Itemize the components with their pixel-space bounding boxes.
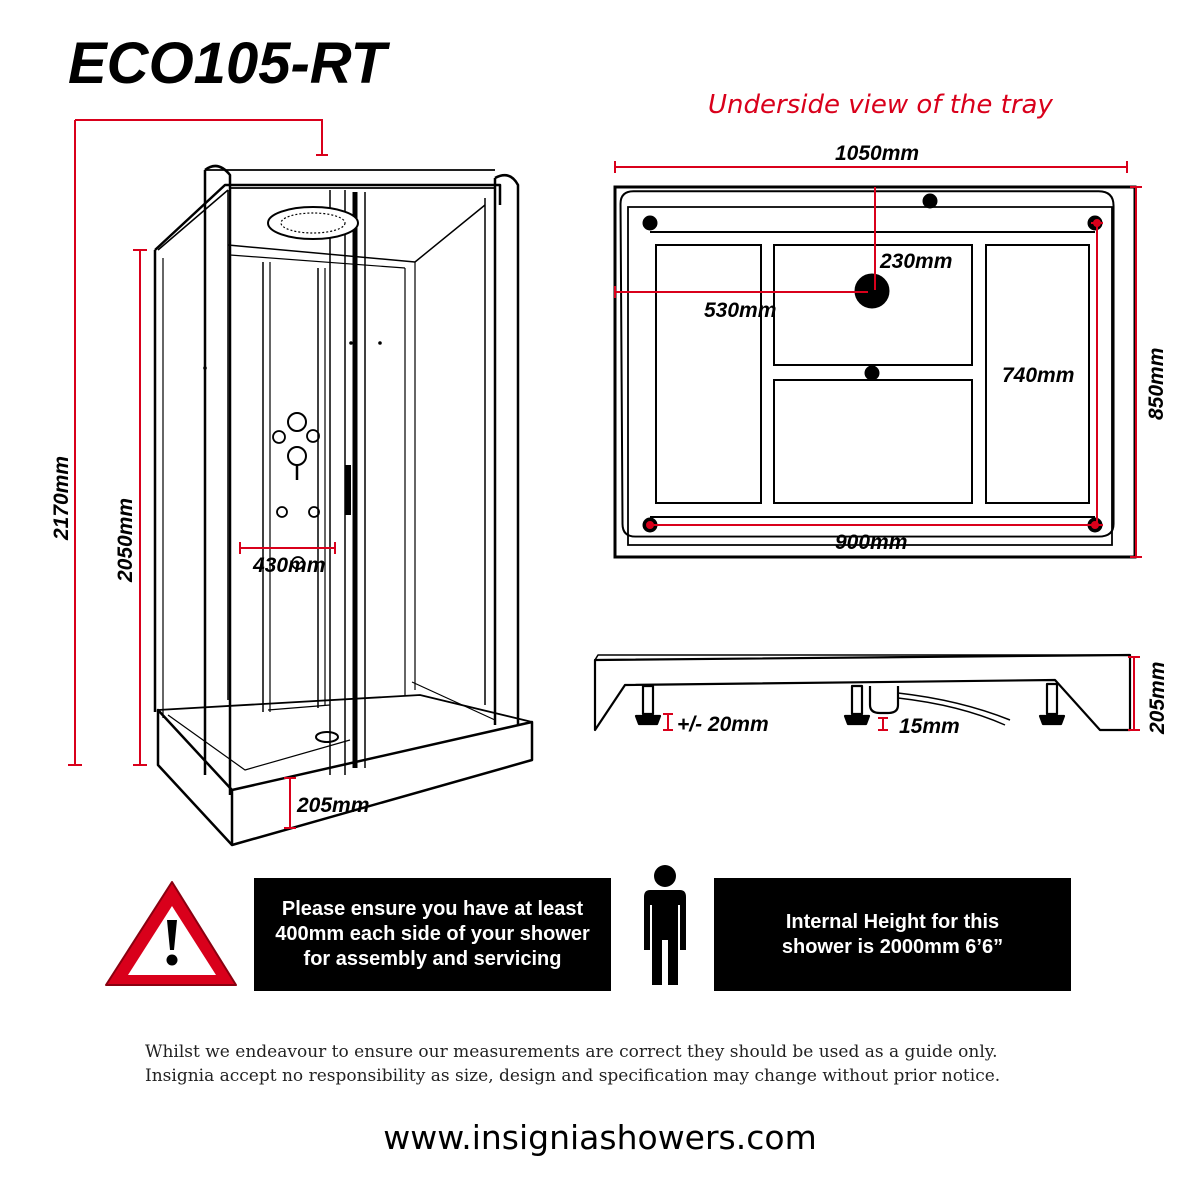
side-dimension-lines xyxy=(663,656,1140,731)
disclaimer: Whilst we endeavour to ensure our measur… xyxy=(145,1040,1000,1088)
waste-to-side-label: 530mm xyxy=(704,299,776,322)
tray-dimension-labels: 1050mm 230mm 530mm 740mm 850mm 900mm xyxy=(704,142,1168,554)
overall-height-label: 2170mm xyxy=(50,456,73,541)
tray-height-side-label: 205mm xyxy=(1146,662,1169,735)
waste-to-back-label: 230mm xyxy=(879,250,952,273)
waste-clearance-label: 15mm xyxy=(899,715,960,738)
panel-width-label: 430mm xyxy=(252,554,325,577)
cabin-dimension-labels: 2170mm 2050mm 430mm 205mm xyxy=(50,456,369,817)
warning-triangle-icon xyxy=(105,881,237,986)
disclaimer-line-2: Insignia accept no responsibility as siz… xyxy=(145,1066,1001,1086)
tray-view-caption: Underside view of the tray xyxy=(708,90,1053,120)
website-url[interactable]: www.insigniashowers.com xyxy=(383,1118,817,1157)
glass-height-label: 2050mm xyxy=(114,498,137,583)
tray-dimension-lines xyxy=(614,161,1142,558)
person-silhouette-icon xyxy=(644,865,686,985)
inner-depth-label: 740mm xyxy=(1002,364,1074,387)
side-dimension-labels: 205mm +/- 20mm 15mm xyxy=(677,662,1169,738)
internal-height-notice: Internal Height for this shower is 2000m… xyxy=(714,878,1071,991)
disclaimer-line-1: Whilst we endeavour to ensure our measur… xyxy=(145,1042,998,1062)
tray-height-front-label: 205mm xyxy=(296,794,369,817)
clearance-notice: Please ensure you have at least 400mm ea… xyxy=(254,878,611,991)
cabin-dimension-lines xyxy=(68,119,336,829)
tray-depth-label: 850mm xyxy=(1145,348,1168,420)
leg-adjust-label: +/- 20mm xyxy=(677,713,769,736)
shower-cabin-drawing xyxy=(153,164,534,847)
tray-side-drawing xyxy=(593,653,1132,732)
tray-length-label: 1050mm xyxy=(835,142,919,165)
inner-length-label: 900mm xyxy=(835,531,907,554)
model-title: ECO105-RT xyxy=(68,31,387,96)
